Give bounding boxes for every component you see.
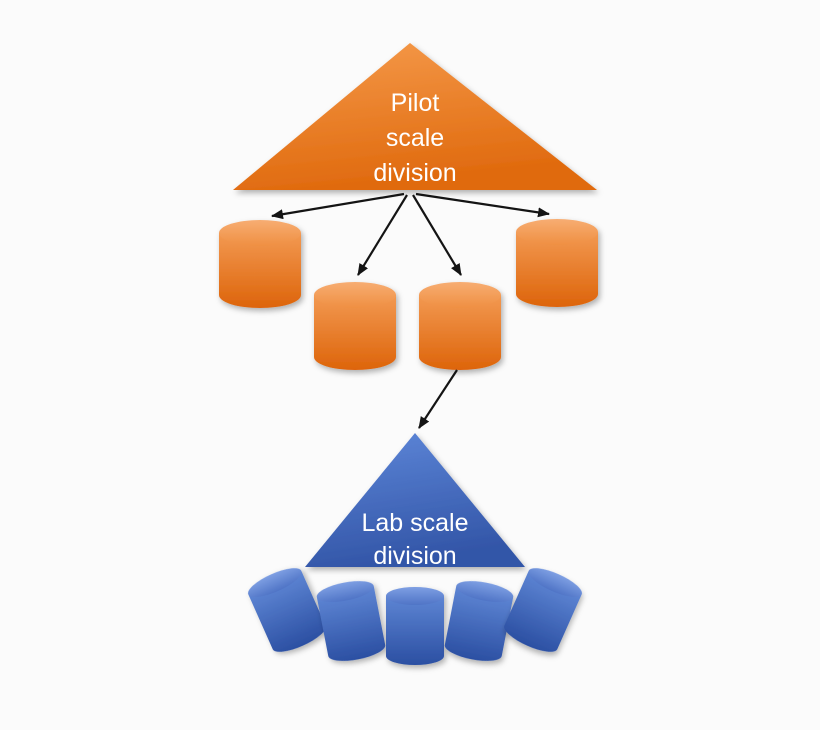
- arrow-tank-to-lab: [418, 369, 458, 429]
- tank-top-cap: [419, 282, 501, 308]
- pilot-label-line-1: Pilot: [391, 89, 440, 117]
- lab-tank-4: [444, 581, 514, 661]
- pilot-tank-1: [219, 220, 301, 308]
- pilot-label-line-3: division: [373, 159, 456, 187]
- tank-top-cap: [248, 568, 302, 597]
- arrow-pilot-to-tank-3: [412, 194, 462, 276]
- lab-section: Lab scale division: [305, 433, 525, 570]
- arrow-pilot-to-tank-1: [271, 192, 405, 220]
- tank-top-cap: [516, 219, 598, 245]
- pilot-tank-2: [314, 282, 396, 370]
- tank-top-cap: [386, 587, 444, 605]
- tank-top-cap: [316, 581, 374, 602]
- tank-body: [386, 596, 444, 656]
- lab-label-line-2: division: [373, 542, 456, 570]
- tank-top-cap: [456, 581, 514, 602]
- tank-body: [316, 586, 386, 656]
- arrow-pilot-to-tank-4: [415, 192, 550, 218]
- tank-top-cap: [219, 220, 301, 246]
- tank-top-cap: [314, 282, 396, 308]
- pilot-section: Pilot scale division: [233, 43, 597, 190]
- pilot-tank-4: [516, 219, 598, 307]
- pilot-arrows: [271, 192, 550, 276]
- lab-label-line-1: Lab scale: [361, 509, 468, 537]
- lab-tank-3: [386, 587, 444, 665]
- lab-tank-2: [316, 581, 386, 661]
- lab-tank-1: [248, 568, 326, 652]
- lab-tank-5: [504, 568, 582, 652]
- pilot-triangle: [233, 43, 597, 190]
- pilot-label-line-2: scale: [386, 124, 444, 152]
- pilot-tank-3: [419, 282, 501, 370]
- arrow-pilot-to-tank-2: [357, 194, 408, 276]
- lab-triangle: [305, 433, 525, 567]
- lab-tanks: [248, 568, 582, 665]
- pilot-tanks: [219, 219, 598, 370]
- tank-body: [444, 586, 514, 656]
- tank-top-cap: [528, 568, 582, 597]
